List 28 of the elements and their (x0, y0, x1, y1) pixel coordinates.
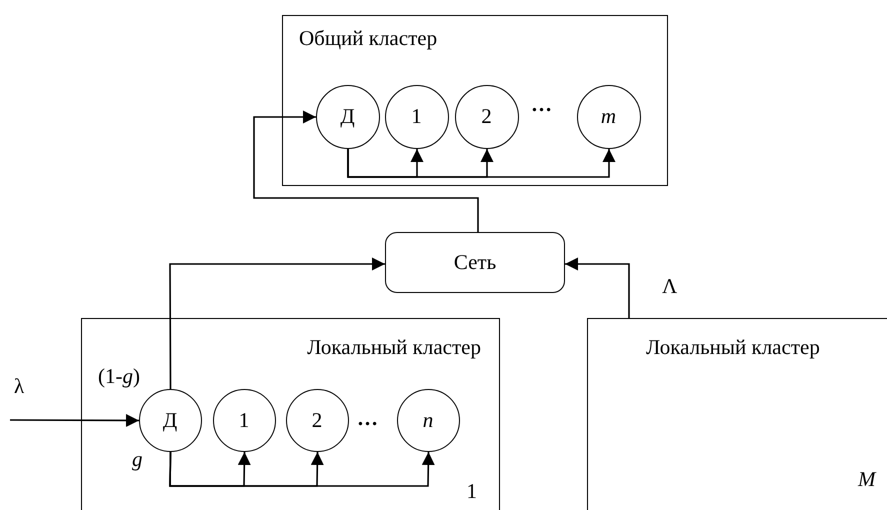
arrow (253, 110, 479, 232)
arrow (169, 452, 435, 487)
cluster-frame (282, 15, 668, 186)
cluster-frame (587, 318, 887, 510)
cluster-number: M (858, 469, 876, 490)
circle-label: 1 (238, 410, 250, 430)
circle-label: m (600, 106, 616, 127)
probability-label: (1-g) (98, 366, 140, 387)
arrow (347, 149, 616, 178)
cluster-title: Локальный кластер (307, 337, 481, 358)
circle-label: Д (340, 106, 355, 127)
ellipsis-label: … (357, 408, 378, 429)
probability-label: g (132, 449, 142, 470)
circle-label: Д (162, 410, 178, 430)
cluster-title: Общий кластер (299, 28, 438, 49)
cluster-number: 1 (466, 481, 477, 502)
cluster-title: Локальный кластер (646, 337, 820, 358)
box-label: Сеть (454, 252, 496, 273)
process-box (385, 232, 565, 293)
circle-label: 2 (312, 410, 322, 430)
cluster-frame (81, 318, 500, 510)
circle-label: 1 (411, 106, 422, 127)
arrow (169, 258, 385, 389)
arrow (565, 258, 630, 318)
arrow (10, 414, 139, 427)
ellipsis-label: … (531, 94, 552, 115)
circle-label: 2 (481, 106, 492, 127)
circle-label: n (422, 410, 434, 430)
